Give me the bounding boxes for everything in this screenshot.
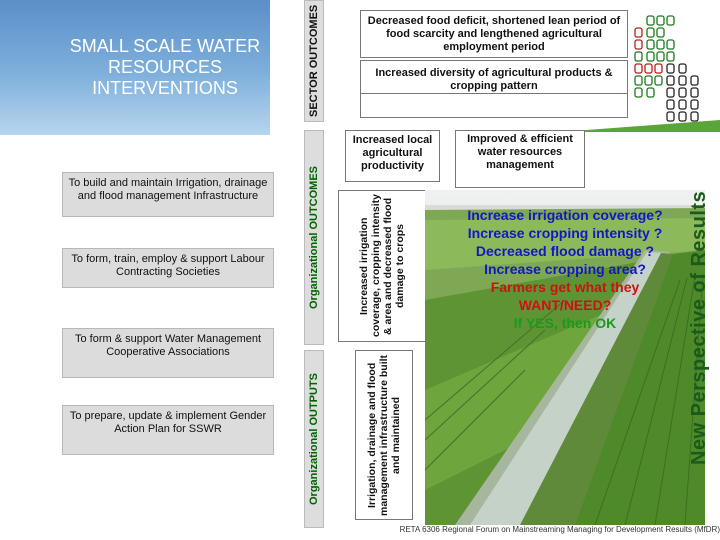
intervention-labour-societies: To form, train, employ & support Labour … bbox=[62, 248, 274, 288]
question-cropping-area: Increase cropping area? bbox=[484, 261, 646, 277]
question-irrigation-coverage: Increase irrigation coverage? bbox=[467, 207, 663, 223]
sector-outcome-diversity: Increased diversity of agricultural prod… bbox=[360, 60, 628, 94]
sector-outcomes-label: SECTOR OUTCOMES bbox=[308, 4, 320, 118]
question-farmers-needs: Farmers get what they WANT/NEED? bbox=[490, 279, 640, 313]
org-outcomes-bar: Organizational OUTCOMES bbox=[304, 130, 324, 345]
org-outcome-water-mgmt: Improved & efficient water resources man… bbox=[455, 130, 585, 188]
intervention-infrastructure: To build and maintain Irrigation, draina… bbox=[62, 172, 274, 217]
intervention-cooperatives: To form & support Water Management Coope… bbox=[62, 328, 274, 378]
footer-citation: RETA 6306 Regional Forum on Mainstreamin… bbox=[399, 525, 720, 534]
org-output-infrastructure-label: Irrigation, drainage and flood managemen… bbox=[366, 354, 402, 516]
org-outputs-bar: Organizational OUTPUTS bbox=[304, 350, 324, 528]
org-output-infrastructure-box: Irrigation, drainage and flood managemen… bbox=[355, 350, 413, 520]
field-strip-decoration bbox=[560, 120, 720, 132]
org-outputs-label: Organizational OUTPUTS bbox=[308, 373, 320, 506]
new-perspective-label: New Perspective of Results bbox=[688, 190, 710, 465]
org-outcome-irrigation-box: Increased irrigation coverage, cropping … bbox=[338, 190, 426, 342]
question-flood-damage: Decreased flood damage ? bbox=[475, 243, 655, 259]
new-perspective-bar: New Perspective of Results bbox=[688, 130, 720, 525]
header-banner bbox=[0, 0, 270, 135]
sector-outcome-box-base bbox=[360, 94, 628, 118]
sector-outcome-food-deficit: Decreased food deficit, shortened lean p… bbox=[360, 10, 628, 58]
question-list: Increase irrigation coverage? Increase c… bbox=[425, 206, 705, 332]
question-if-yes: If YES, then OK bbox=[513, 315, 617, 331]
irrigation-canal-photo bbox=[425, 190, 705, 525]
farmer-pictogram-icon bbox=[634, 15, 699, 122]
org-outcome-local-productivity: Increased local agricultural productivit… bbox=[345, 130, 440, 182]
page-title: SMALL SCALE WATER RESOURCES INTERVENTION… bbox=[69, 36, 261, 98]
org-outcome-irrigation-label: Increased irrigation coverage, cropping … bbox=[358, 194, 406, 338]
sector-outcomes-bar: SECTOR OUTCOMES bbox=[304, 0, 324, 122]
intervention-gender-plan: To prepare, update & implement Gender Ac… bbox=[62, 405, 274, 455]
question-cropping-intensity: Increase cropping intensity ? bbox=[467, 225, 663, 241]
org-outcomes-label: Organizational OUTCOMES bbox=[308, 166, 320, 310]
